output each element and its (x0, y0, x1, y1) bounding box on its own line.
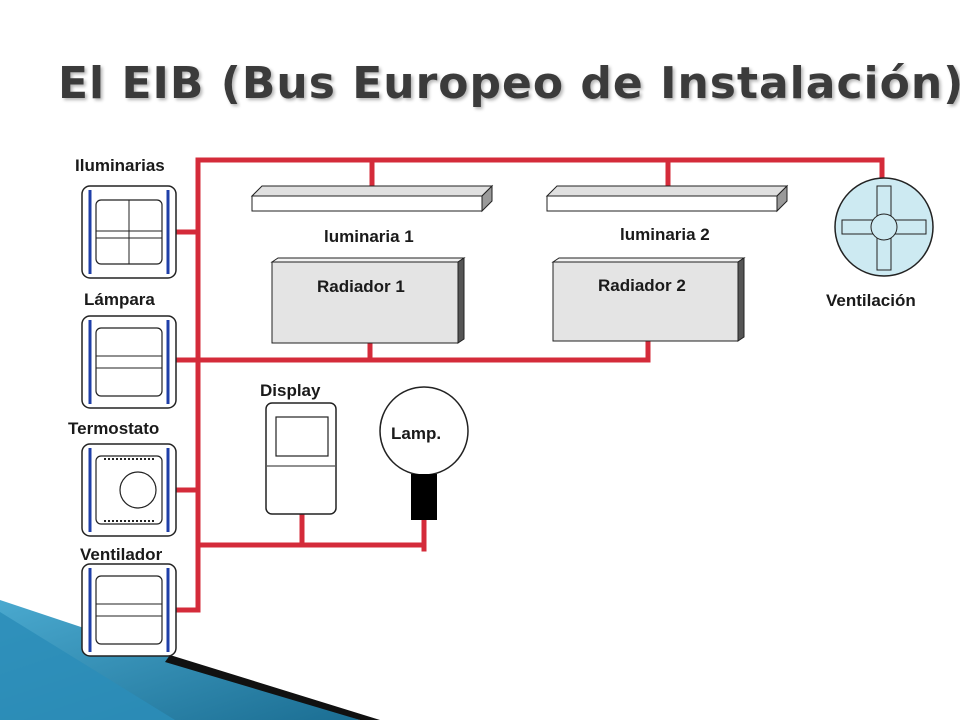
thermostat-icon (81, 443, 177, 537)
radiator-radiador-2 (551, 257, 746, 342)
label-lamp: Lamp. (391, 424, 442, 443)
label-radiador-1: Radiador 1 (317, 277, 405, 296)
label-termostato: Termostato (68, 419, 160, 438)
page-title: El EIB (Bus Europeo de Instalación) (58, 58, 960, 109)
label-ventilador: Ventilador (80, 545, 163, 564)
light-bar-iluminaria-1 (250, 184, 494, 213)
label-iluminaria-2: luminaria 2 (620, 225, 710, 244)
label-ventilacion: Ventilación (826, 291, 916, 310)
label-iluminarias: Iluminarias (75, 156, 165, 175)
switch-panel-icon (81, 563, 177, 657)
radiator-radiador-1 (270, 257, 466, 344)
label-iluminaria-1: luminaria 1 (324, 227, 414, 246)
label-radiador-2: Radiador 2 (598, 276, 686, 295)
lamp-bulb-icon (379, 386, 469, 520)
bus-lines (175, 157, 885, 613)
light-bar-iluminaria-2 (545, 184, 789, 213)
label-display: Display (260, 381, 321, 400)
corner-decoration (0, 600, 380, 720)
switch-panel-icon (81, 185, 177, 279)
fan-icon (834, 177, 934, 277)
display-device-icon (265, 402, 337, 515)
switch-panel-icon (81, 315, 177, 409)
label-lampara: Lámpara (84, 290, 155, 309)
